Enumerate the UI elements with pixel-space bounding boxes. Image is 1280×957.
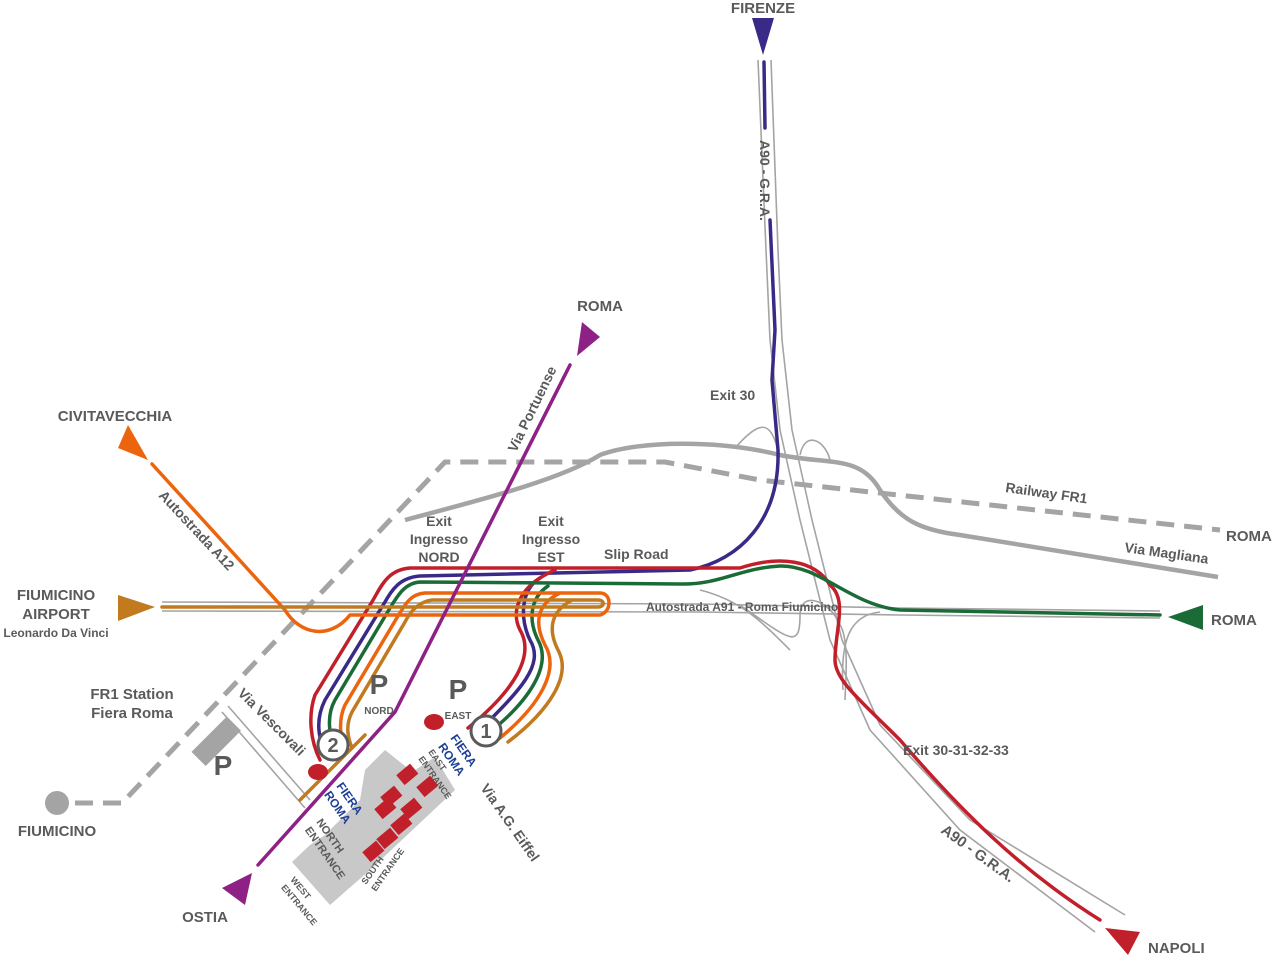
a90-road-2 xyxy=(770,59,1126,916)
fiera-logo-icon-east xyxy=(424,714,444,730)
railway-fr1 xyxy=(75,459,1221,806)
exits-est-1-label: Exit xyxy=(538,513,564,529)
arrow-roma-east-icon xyxy=(1168,605,1203,630)
fr1-station-building xyxy=(191,716,242,767)
destinations-roma-rail-label: ROMA xyxy=(1226,528,1272,545)
labels: FIRENZE ROMA CIVITAVECCHIA FIUMICINO AIR… xyxy=(3,0,1272,957)
via-portuense-route xyxy=(256,363,572,867)
destinations-fiumicino-airport-2-label: AIRPORT xyxy=(22,606,90,623)
exits-nord-1-label: Exit xyxy=(426,513,452,529)
a91-road xyxy=(161,601,1161,612)
exits-exit30-label: Exit 30 xyxy=(710,387,755,403)
destinations-firenze-label: FIRENZE xyxy=(731,0,795,17)
destinations-civitavecchia-label: CIVITAVECCHIA xyxy=(58,408,173,425)
roads-slip-road-label: Slip Road xyxy=(604,546,669,562)
parking-nord-label: NORD xyxy=(364,706,393,717)
exhibition-hall xyxy=(396,763,419,786)
roads xyxy=(75,59,1221,933)
via-magliana-road xyxy=(404,441,1219,580)
fiumicino-station-dot-icon xyxy=(45,791,69,815)
exhibition-hall xyxy=(362,840,385,863)
a90-road xyxy=(757,59,1096,933)
arrow-napoli-icon xyxy=(1105,928,1140,955)
roads-a91-label: Autostrada A91 - Roma Fiumicino xyxy=(646,600,838,614)
markers-one-label: 1 xyxy=(480,721,491,743)
roads-a90-bottom-label: A90 - G.R.A. xyxy=(938,821,1018,886)
interchange-ramps xyxy=(699,426,881,701)
roads-vescovali-label: Via Vescovali xyxy=(235,685,309,759)
station-line2-label: Fiera Roma xyxy=(91,705,173,722)
arrow-civitavecchia-icon xyxy=(118,425,148,460)
route-roma-east xyxy=(327,564,1162,758)
parking-station-icon: P xyxy=(214,750,233,781)
destinations-roma-top-label: ROMA xyxy=(577,298,623,315)
arrow-roma-top-icon xyxy=(577,322,600,356)
arrow-ostia-icon xyxy=(222,873,252,905)
roads-railway-label: Railway FR1 xyxy=(1005,479,1089,506)
route-firenze xyxy=(317,60,780,760)
exits-nord-2-label: Ingresso xyxy=(410,531,468,547)
station-line1-label: FR1 Station xyxy=(90,686,173,703)
markers-two-label: 2 xyxy=(327,735,338,757)
exhibition-hall xyxy=(416,775,439,798)
roads-eiffel-label: Via A.G. Eiffel xyxy=(478,781,543,865)
exhibition-hall xyxy=(400,797,423,820)
destinations-roma-east-label: ROMA xyxy=(1211,612,1257,629)
fiera-logo-icon-north xyxy=(308,764,328,780)
parking-east-icon: P xyxy=(449,674,468,705)
arrow-firenze-icon xyxy=(752,18,774,55)
fiera-roma-complex xyxy=(191,716,455,905)
destinations-fiumicino-airport-1-label: FIUMICINO xyxy=(17,587,96,604)
exits-est-3-label: EST xyxy=(537,549,565,565)
route-airport xyxy=(160,598,605,802)
destinations-fiumicino-airport-3-label: Leonardo Da Vinci xyxy=(3,626,108,640)
marker-2[interactable]: 2 xyxy=(316,728,350,762)
marker-1[interactable]: 1 xyxy=(469,714,503,748)
fiera-grounds xyxy=(292,750,455,905)
parking-nord-icon: P xyxy=(370,669,389,700)
exits-est-2-label: Ingresso xyxy=(522,531,580,547)
roads-a90-top-label: A90 - G.R.A. xyxy=(757,140,773,221)
route-napoli xyxy=(309,559,1102,922)
destinations-ostia-label: OSTIA xyxy=(182,909,228,926)
parking-east-label: EAST xyxy=(445,711,472,722)
destinations-fiumicino-label: FIUMICINO xyxy=(18,823,97,840)
exhibition-hall xyxy=(390,813,413,836)
routes xyxy=(150,60,1162,922)
arrow-airport-icon xyxy=(118,595,155,621)
markers: 1 2 xyxy=(308,714,503,780)
exhibition-hall xyxy=(376,827,399,850)
destinations-napoli-label: NAPOLI xyxy=(1148,940,1205,957)
exits-exit-multi-label: Exit 30-31-32-33 xyxy=(903,742,1009,758)
exits-nord-3-label: NORD xyxy=(418,549,459,565)
roads-a12-label: Autostrada A12 xyxy=(156,487,238,573)
exhibition-hall xyxy=(374,797,397,820)
destination-arrows xyxy=(45,18,1203,955)
exhibition-halls xyxy=(362,763,439,863)
